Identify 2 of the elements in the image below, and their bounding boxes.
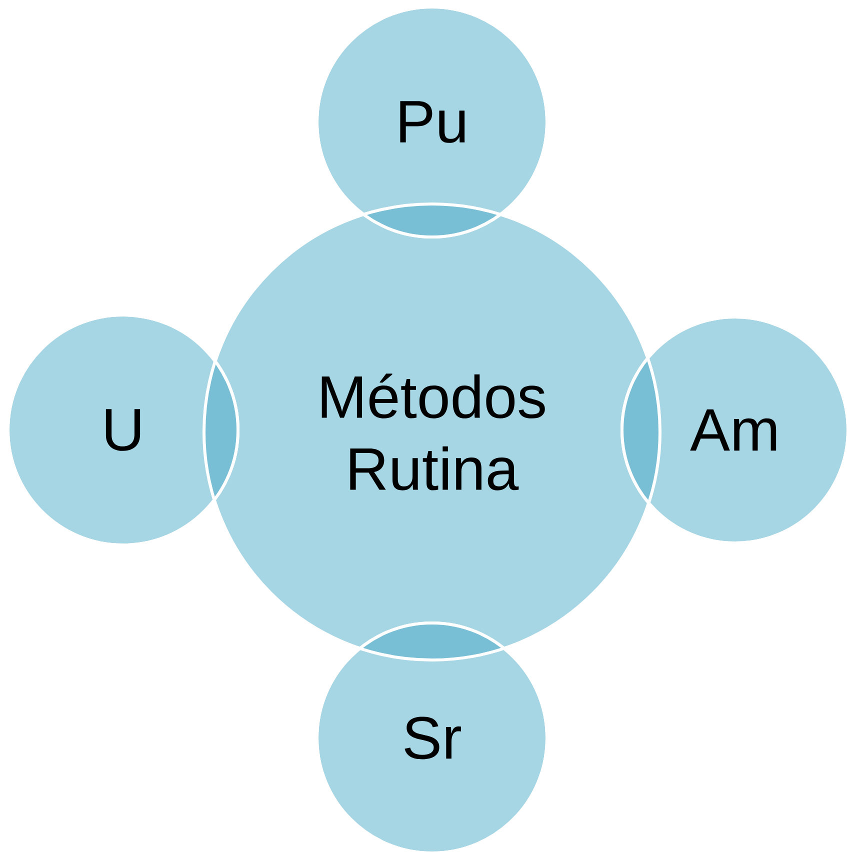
node-label: Am	[690, 409, 776, 451]
node-label: Sr	[404, 716, 462, 760]
